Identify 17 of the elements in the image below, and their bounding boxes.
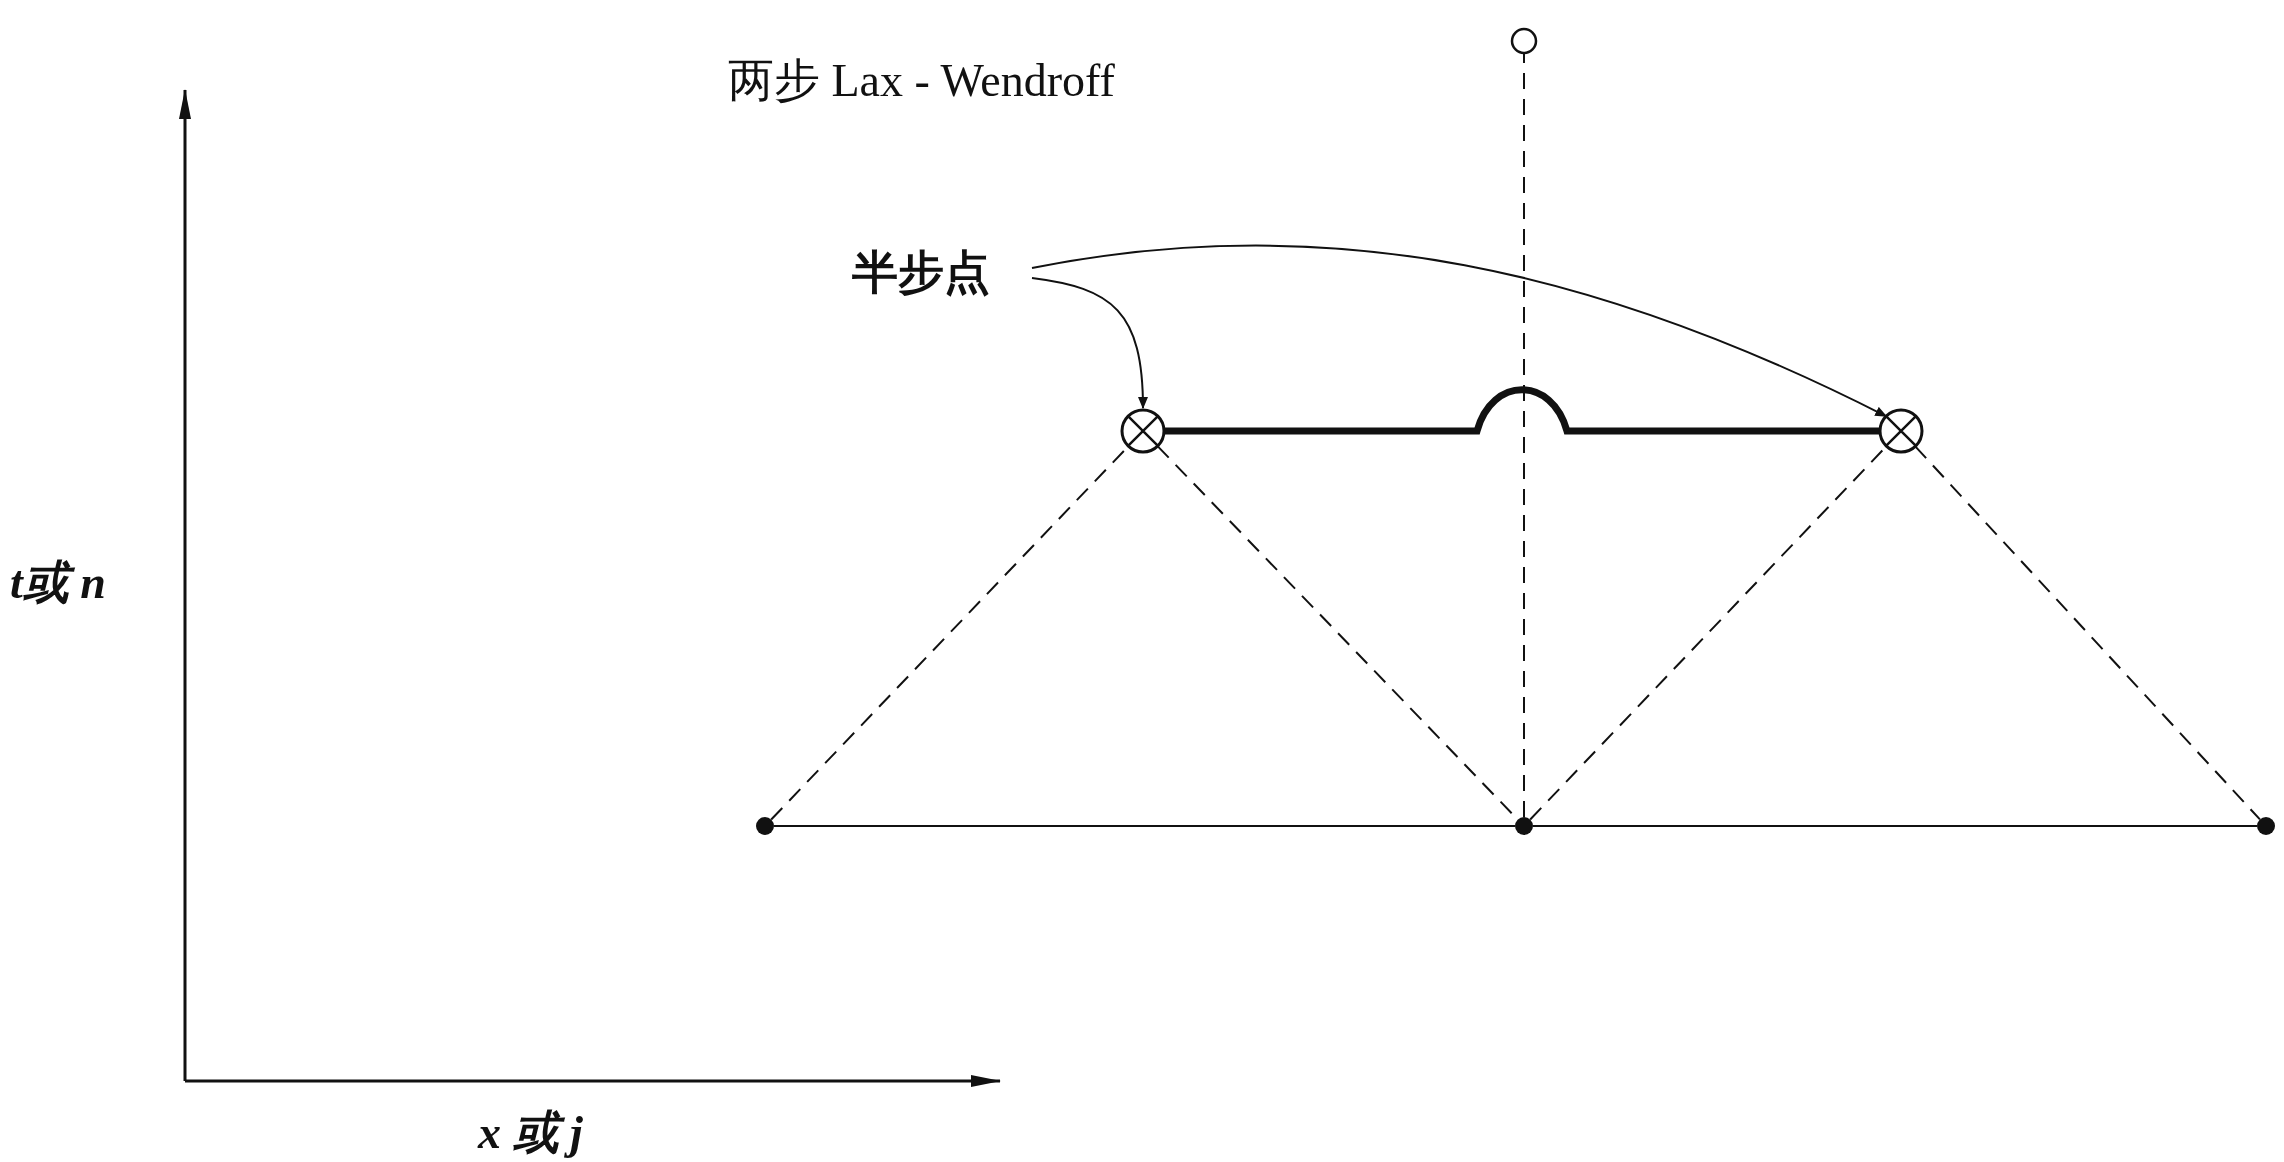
grid-point <box>1515 817 1533 835</box>
half-step-point <box>1878 408 1924 454</box>
grid-point <box>756 817 774 835</box>
open-point <box>1510 27 1538 55</box>
dashed-line <box>1523 52 1525 818</box>
leader-arrow <box>1031 244 1888 418</box>
axis-label: t或 n <box>10 560 106 606</box>
solid-line <box>773 825 1516 827</box>
leader-arrow <box>1031 277 1148 409</box>
axis-label: x 或 j <box>478 1110 583 1156</box>
dashed-line <box>1914 445 2261 821</box>
solid-line <box>1532 825 2258 827</box>
title: 两步 Lax - Wendroff <box>728 58 1115 104</box>
half-step-point <box>1120 408 1166 454</box>
callout-text: 半步点 <box>852 250 990 296</box>
grid-point <box>2257 817 2275 835</box>
solid-line <box>1164 386 1880 435</box>
